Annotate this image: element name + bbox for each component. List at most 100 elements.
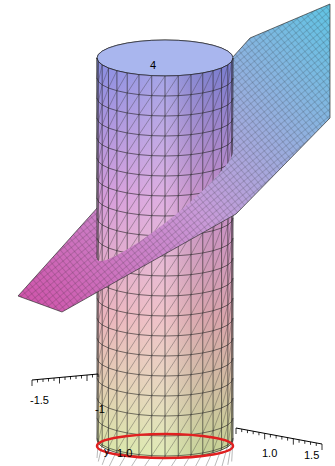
- axis-tick: [87, 375, 88, 381]
- grid-line: [191, 333, 203, 355]
- grid-line: [165, 356, 178, 376]
- grid-line: [108, 351, 116, 368]
- grid-line: [203, 251, 213, 273]
- axis-label: 1.5: [304, 450, 319, 461]
- grid-line: [228, 242, 232, 265]
- grid-line: [102, 65, 103, 447]
- grid-line: [203, 391, 213, 413]
- grid-line: [97, 278, 233, 296]
- grid-line: [98, 425, 102, 442]
- grid-line: [213, 388, 221, 411]
- grid-line: [117, 153, 127, 171]
- grid-line: [102, 88, 108, 105]
- grid-line: [191, 453, 203, 466]
- grid-line: [98, 425, 102, 442]
- grid-line: [228, 242, 232, 265]
- grid-line: [97, 318, 233, 336]
- grid-line: [139, 316, 152, 335]
- grid-line: [97, 62, 98, 78]
- grid-line: [228, 302, 232, 325]
- grid-line: [228, 182, 232, 205]
- grid-line: [117, 413, 127, 431]
- grid-line: [117, 193, 127, 211]
- grid-line: [178, 235, 191, 256]
- grid-line: [97, 322, 98, 338]
- grid-line: [178, 255, 191, 276]
- grid-line: [127, 115, 139, 133]
- grid-line: [191, 73, 203, 95]
- grid-line: [203, 211, 213, 233]
- grid-line: [228, 362, 232, 385]
- grid-line: [203, 271, 213, 293]
- grid-line: [139, 336, 152, 355]
- grid-line: [203, 331, 213, 353]
- grid-line: [127, 415, 139, 433]
- grid-line: [228, 62, 232, 85]
- axis-tick: [81, 376, 82, 379]
- grid-line: [232, 418, 233, 442]
- grid-line: [127, 375, 139, 393]
- grid-line: [98, 345, 102, 362]
- grid-line: [232, 398, 233, 422]
- grid-line: [178, 275, 191, 296]
- grid-line: [151, 76, 152, 458]
- grid-line: [139, 436, 152, 455]
- grid-line: [222, 85, 228, 108]
- axis-tick: [54, 378, 55, 381]
- grid-line: [152, 176, 165, 196]
- cylinder-body: [97, 58, 233, 458]
- grid-line: [213, 308, 221, 331]
- grid-line: [191, 273, 203, 295]
- grid-line: [102, 308, 108, 325]
- grid-line: [165, 336, 178, 356]
- grid-line: [97, 398, 233, 416]
- grid-line: [222, 425, 228, 448]
- grid-line: [213, 288, 221, 311]
- grid-line: [97, 282, 98, 298]
- grid-line: [222, 205, 228, 228]
- grid-line: [202, 73, 203, 455]
- grid-line: [165, 316, 178, 336]
- grid-line: [139, 436, 152, 455]
- grid-line: [108, 411, 116, 428]
- grid-line: [232, 178, 233, 202]
- grid-line: [108, 231, 116, 248]
- grid-line: [127, 235, 139, 253]
- axis-label: 1.0: [117, 448, 132, 459]
- grid-line: [191, 253, 203, 275]
- grid-line: [152, 96, 165, 116]
- grid-line: [97, 222, 98, 238]
- grid-line: [222, 305, 228, 328]
- grid-line: [152, 236, 165, 256]
- grid-line: [178, 355, 191, 376]
- grid-line: [97, 198, 233, 216]
- grid-line: [152, 276, 165, 296]
- grid-line: [152, 216, 165, 236]
- grid-line: [97, 162, 98, 178]
- grid-line: [152, 376, 165, 396]
- grid-line: [98, 65, 102, 82]
- grid-line: [232, 218, 233, 242]
- grid-line: [97, 382, 98, 398]
- grid-line: [178, 435, 191, 456]
- grid-line: [178, 335, 191, 356]
- grid-line: [213, 68, 221, 91]
- grid-line: [139, 116, 152, 135]
- grid-line: [213, 268, 221, 291]
- grid-line: [222, 365, 228, 388]
- axis-tick: [316, 443, 317, 446]
- grid-line: [127, 155, 139, 173]
- axis-tick: [270, 434, 271, 437]
- grid-line: [117, 253, 127, 271]
- grid-line: [152, 436, 165, 456]
- grid-line: [203, 411, 213, 433]
- grid-line: [139, 296, 152, 315]
- grid-line: [213, 228, 221, 251]
- grid-line: [178, 315, 191, 336]
- grid-line: [203, 91, 213, 113]
- grid-line: [222, 125, 228, 148]
- grid-line: [117, 393, 127, 411]
- grid-line: [152, 416, 165, 436]
- grid-line: [139, 236, 152, 255]
- grid-line: [152, 336, 165, 356]
